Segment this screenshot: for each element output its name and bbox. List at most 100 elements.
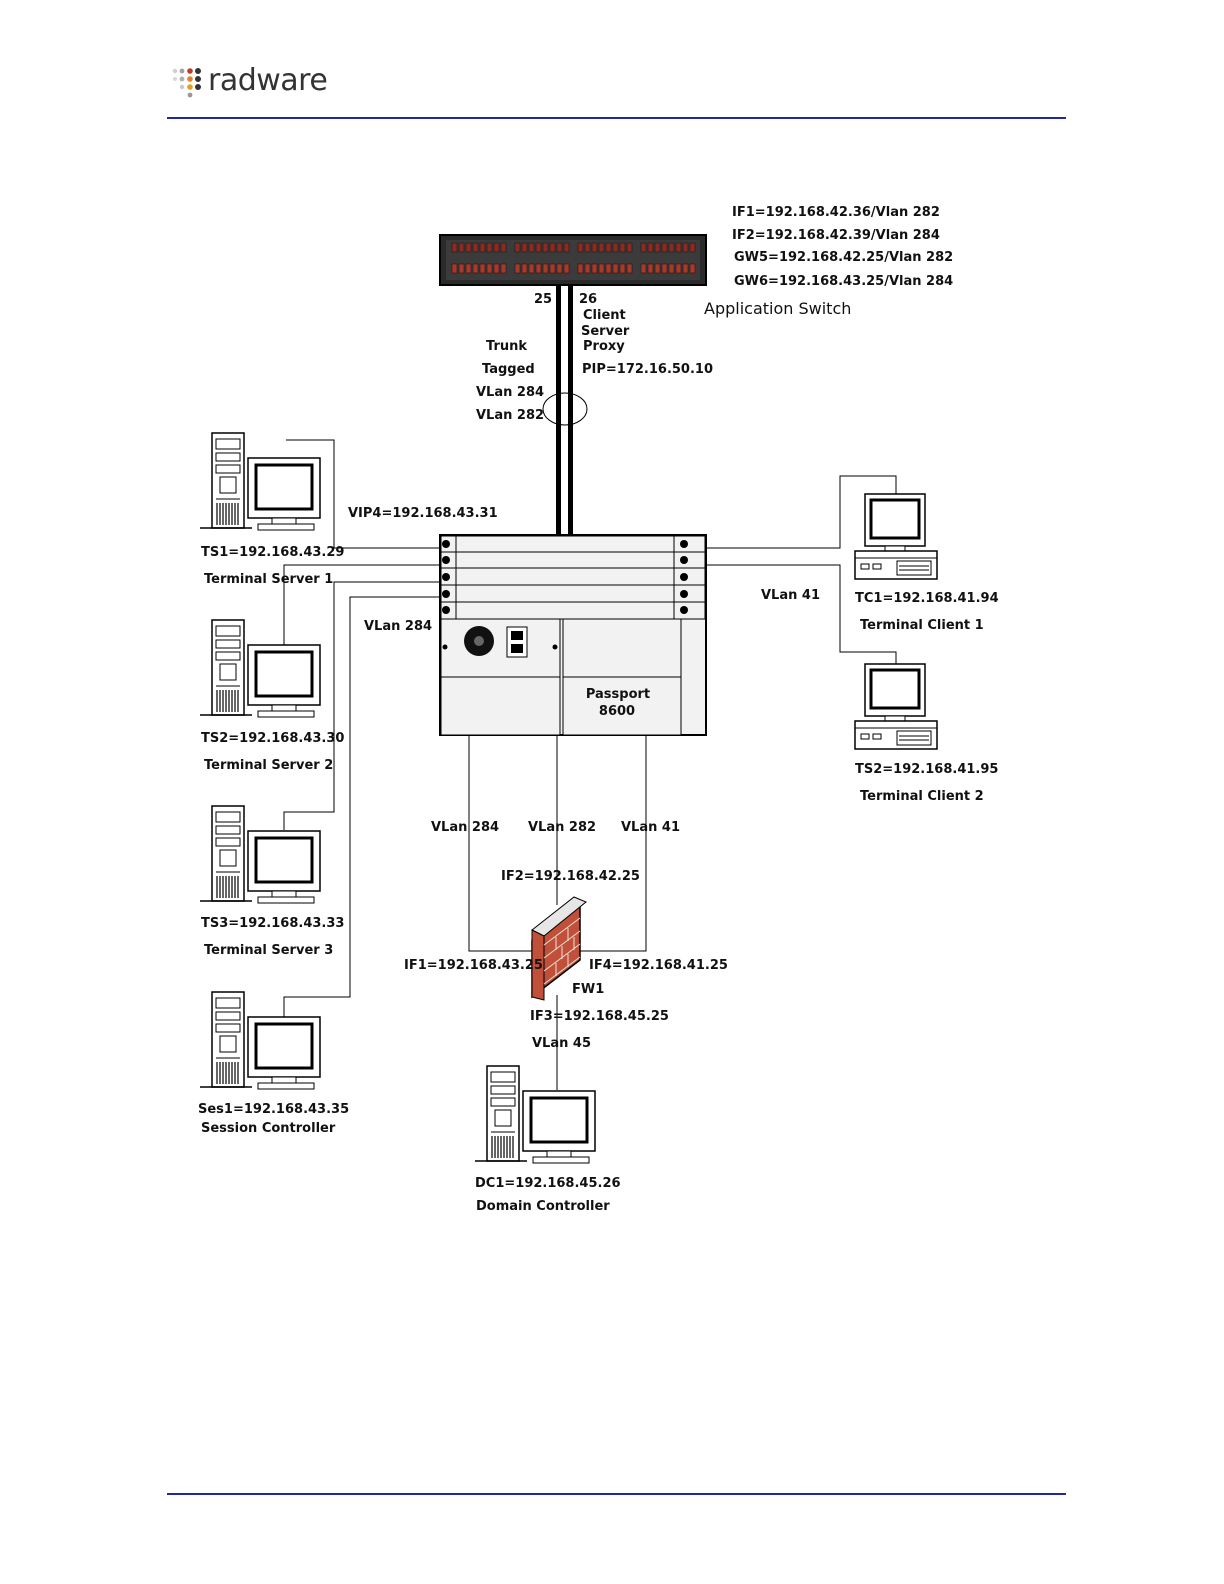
switch-port [493,263,500,274]
client-ip: TS2=192.168.41.95 [855,762,998,777]
switch-port [486,242,493,253]
switch-port [563,242,570,253]
server-name: Terminal Server 2 [204,758,333,773]
bottom-vlan-label: VLan 284 [431,820,499,835]
switch-port [647,242,654,253]
switch-port [577,263,584,274]
trunk-label: Trunk [486,339,527,354]
switch-port [682,242,689,253]
server-ip: TS2=192.168.43.30 [201,731,344,746]
server-ip: TS3=192.168.43.33 [201,916,344,931]
client-name: Terminal Client 2 [860,789,984,804]
switch-port [619,242,626,253]
switch-port [549,263,556,274]
terminal-client-1-icon [853,492,939,581]
pip-label: PIP=172.16.50.10 [582,362,713,377]
switch-port [493,242,500,253]
vlan-41-label: VLan 41 [761,588,820,603]
switch-port [640,242,647,253]
server-name: Terminal Server 1 [204,572,333,587]
switch-port [465,242,472,253]
port-26-label: 26 [579,292,597,307]
terminal-server-1-icon [198,431,322,532]
tagged-label: Tagged [482,362,535,377]
vip-label: VIP4=192.168.43.31 [348,506,498,521]
switch-port [626,242,633,253]
header-rule [167,117,1066,119]
switch-port [612,242,619,253]
switch-config-line: IF1=192.168.42.36/Vlan 282 [732,205,940,220]
client-name: Terminal Client 1 [860,618,984,633]
radware-logo: radware [170,62,340,102]
switch-port [472,242,479,253]
switch-port [661,242,668,253]
session-controller-icon [198,990,322,1091]
switch-port [577,242,584,253]
terminal-client-2-icon [853,662,939,751]
switch-port [458,263,465,274]
switch-port [458,242,465,253]
switch-port [514,263,521,274]
switch-port [451,263,458,274]
switch-port [647,263,654,274]
fw-if2-label: IF2=192.168.42.25 [501,869,640,884]
dc-ip-label: DC1=192.168.45.26 [475,1176,621,1191]
switch-port [612,263,619,274]
switch-port [500,263,507,274]
switch-ports [451,242,696,274]
switch-port [675,263,682,274]
switch-port [598,263,605,274]
server-ip: TS1=192.168.43.29 [201,545,344,560]
switch-port [619,263,626,274]
switch-port [521,242,528,253]
switch-port [563,263,570,274]
bottom-vlan-label: VLan 282 [528,820,596,835]
switch-port [451,242,458,253]
switch-port [500,242,507,253]
fw-if3-label: IF3=192.168.45.25 [530,1009,669,1024]
connection-lines [283,439,897,1090]
switch-port [661,263,668,274]
server-ip: Ses1=192.168.43.35 [198,1102,349,1117]
switch-port [556,242,563,253]
domain-controller-icon [473,1064,597,1165]
switch-port [465,263,472,274]
switch-config-line: GW6=192.168.43.25/Vlan 284 [734,274,953,289]
switch-config-line: GW5=192.168.42.25/Vlan 282 [734,250,953,265]
fw-if1-label: IF1=192.168.43.25 [404,958,543,973]
switch-port [675,242,682,253]
fw-if4-label: IF4=192.168.41.25 [589,958,728,973]
proxy-label: Proxy [583,339,625,354]
switch-port [682,263,689,274]
switch-port [528,263,535,274]
logo-dots-icon [172,68,201,98]
passport-label: Passport [586,687,650,702]
bottom-vlan-label: VLan 41 [621,820,680,835]
switch-port [479,242,486,253]
app-switch-label: Application Switch [704,299,851,318]
port-25-label: 25 [534,292,552,307]
switch-port [626,263,633,274]
logo-text: radware [208,63,328,98]
footer-rule [167,1493,1066,1495]
trunk-cables [542,285,588,535]
vlan-45-label: VLan 45 [532,1036,591,1051]
client-ip: TC1=192.168.41.94 [855,591,999,606]
terminal-server-3-icon [198,804,322,905]
switch-port [584,263,591,274]
switch-port [689,242,696,253]
fw-name-label: FW1 [572,982,604,997]
switch-port [521,263,528,274]
server-name: Terminal Server 3 [204,943,333,958]
vlan-284-label: VLan 284 [364,619,432,634]
switch-port [668,242,675,253]
switch-port [668,263,675,274]
proxy-label: Client [583,308,626,323]
trunk-vlan-label: VLan 282 [476,408,544,423]
trunk-vlan-label: VLan 284 [476,385,544,400]
passport-model-label: 8600 [599,704,635,719]
switch-port [605,263,612,274]
switch-port [591,263,598,274]
